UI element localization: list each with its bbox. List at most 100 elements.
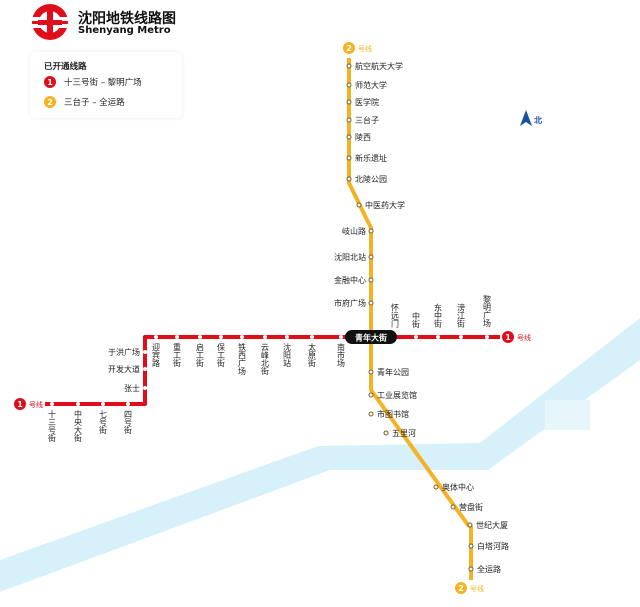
station-dot [433, 484, 439, 490]
station-label: 市府广场 [334, 298, 366, 308]
station-label: 启工街 [196, 342, 205, 368]
station-dot [263, 335, 267, 339]
station-line-1[interactable]: 四号街 [124, 402, 133, 435]
station-label: 太原街 [308, 342, 317, 368]
station-line-1[interactable]: 黎明广场 [483, 294, 492, 339]
map-subtitle: Shenyang Metro [78, 25, 171, 36]
station-dot [198, 335, 202, 339]
station-line-2[interactable]: 师范大学 [346, 80, 387, 90]
station-label: 黎明广场 [483, 294, 492, 328]
station-line-1[interactable]: 铁西广场 [238, 335, 247, 376]
station-dot [346, 155, 352, 161]
station-label: 北陵公园 [355, 175, 387, 184]
station-label: 沈阳站 [283, 342, 292, 368]
station-label: 航空航天大学 [355, 61, 403, 71]
station-line-2[interactable]: 五里河 [383, 428, 416, 438]
station-label: 新乐遗址 [355, 153, 387, 163]
station-line-2[interactable]: 金融中心 [334, 275, 374, 285]
station-line-1[interactable]: 重工街 [173, 335, 182, 368]
station-line-1[interactable]: 七号街 [99, 402, 108, 435]
station-dot [285, 335, 289, 339]
station-dot [126, 402, 130, 406]
station-label: 滂江街 [457, 303, 466, 329]
station-dot [50, 402, 54, 406]
station-dot [346, 99, 352, 105]
station-dot [346, 176, 352, 182]
station-dot [175, 335, 179, 339]
station-line-2[interactable]: 航空航天大学 [346, 61, 403, 71]
svg-text:号线: 号线 [517, 333, 531, 342]
station-line-2[interactable]: 三台子 [346, 115, 379, 125]
station-line-1[interactable]: 十三号街 [48, 402, 57, 443]
station-line-1[interactable]: 迎宾路 [152, 335, 161, 367]
station-line-2[interactable]: 市府广场 [334, 298, 374, 308]
station-line-2[interactable]: 市图书馆 [368, 409, 409, 419]
station-label: 中医药大学 [365, 200, 405, 210]
station-line-2[interactable]: 陵西 [346, 133, 371, 142]
station-line-2[interactable]: 世纪大厦 [467, 520, 508, 530]
station-line-1[interactable]: 云峰北街 [261, 335, 270, 376]
station-line-1[interactable]: 东中街 [434, 303, 443, 339]
station-label: 张士 [124, 383, 140, 393]
station-label: 铁西广场 [238, 342, 247, 376]
station-line-1[interactable]: 南市场 [337, 335, 346, 368]
station-line-1[interactable]: 于洪广场 [108, 347, 147, 357]
station-label: 营盘街 [459, 502, 483, 512]
station-dot [368, 392, 374, 398]
station-line-1[interactable]: 中央大街 [74, 402, 83, 443]
station-label: 世纪大厦 [476, 520, 508, 530]
station-label: 岐山路 [342, 226, 366, 236]
station-label: 医学院 [355, 97, 379, 107]
line-1-east-marker: 1 号线 [502, 331, 531, 343]
line-2-north-marker: 2 号线 [343, 42, 372, 54]
station-dot [468, 543, 474, 549]
station-label: 奥体中心 [442, 482, 474, 492]
station-line-2[interactable]: 中医药大学 [356, 200, 405, 210]
station-line-2[interactable]: 沈阳北站 [334, 252, 374, 262]
station-line-1[interactable]: 太原街 [308, 335, 317, 368]
station-label: 三台子 [355, 115, 379, 125]
station-line-2[interactable]: 北陵公园 [346, 175, 387, 184]
station-dot [368, 369, 374, 375]
station-label: 中街 [412, 311, 421, 329]
station-line-1[interactable]: 开发大道 [108, 364, 147, 374]
legend-item-line-2[interactable]: 2 三台子 – 全运路 [44, 96, 125, 108]
station-dot [368, 300, 374, 306]
svg-text:号线: 号线 [358, 44, 372, 53]
station-label: 迎宾路 [152, 342, 161, 367]
station-dot [485, 335, 489, 339]
legend-item-label: 十三号街 – 黎明广场 [64, 78, 142, 88]
station-line-2[interactable]: 营盘街 [450, 502, 483, 512]
station-dot [339, 335, 343, 339]
station-line-1[interactable]: 滂江街 [457, 303, 466, 339]
station-line-2[interactable]: 白塔河路 [468, 541, 509, 551]
interchange-qingnian-dajie[interactable]: 青年大街 [345, 330, 397, 344]
station-line-2[interactable]: 全运路 [468, 564, 501, 574]
river [0, 318, 640, 592]
station-label: 东中街 [434, 303, 443, 329]
station-line-1[interactable]: 沈阳站 [283, 335, 292, 368]
station-line-1[interactable]: 中街 [412, 311, 421, 339]
station-line-1[interactable]: 启工街 [196, 335, 205, 368]
station-line-2[interactable]: 医学院 [346, 97, 379, 107]
station-label: 云峰北街 [261, 343, 270, 376]
station-line-2[interactable]: 奥体中心 [433, 482, 474, 492]
station-line-2[interactable]: 新乐遗址 [346, 153, 387, 163]
station-line-1[interactable]: 张士 [124, 383, 147, 393]
station-line-2[interactable]: 青年公园 [368, 367, 409, 377]
station-label: 四号街 [124, 410, 133, 435]
river-bank [545, 400, 590, 430]
station-label: 开发大道 [108, 364, 140, 374]
station-dot [310, 335, 314, 339]
station-line-2[interactable]: 工业展览馆 [368, 390, 417, 400]
station-dot [76, 402, 80, 406]
station-line-1[interactable]: 保工街 [217, 335, 226, 368]
svg-text:2: 2 [346, 44, 352, 53]
svg-text:2: 2 [458, 584, 464, 593]
legend-item-line-1[interactable]: 1 十三号街 – 黎明广场 [44, 76, 142, 88]
station-label: 全运路 [477, 564, 501, 574]
station-dot [346, 134, 352, 140]
station-line-2[interactable]: 岐山路 [342, 226, 374, 236]
station-dot [467, 522, 473, 528]
